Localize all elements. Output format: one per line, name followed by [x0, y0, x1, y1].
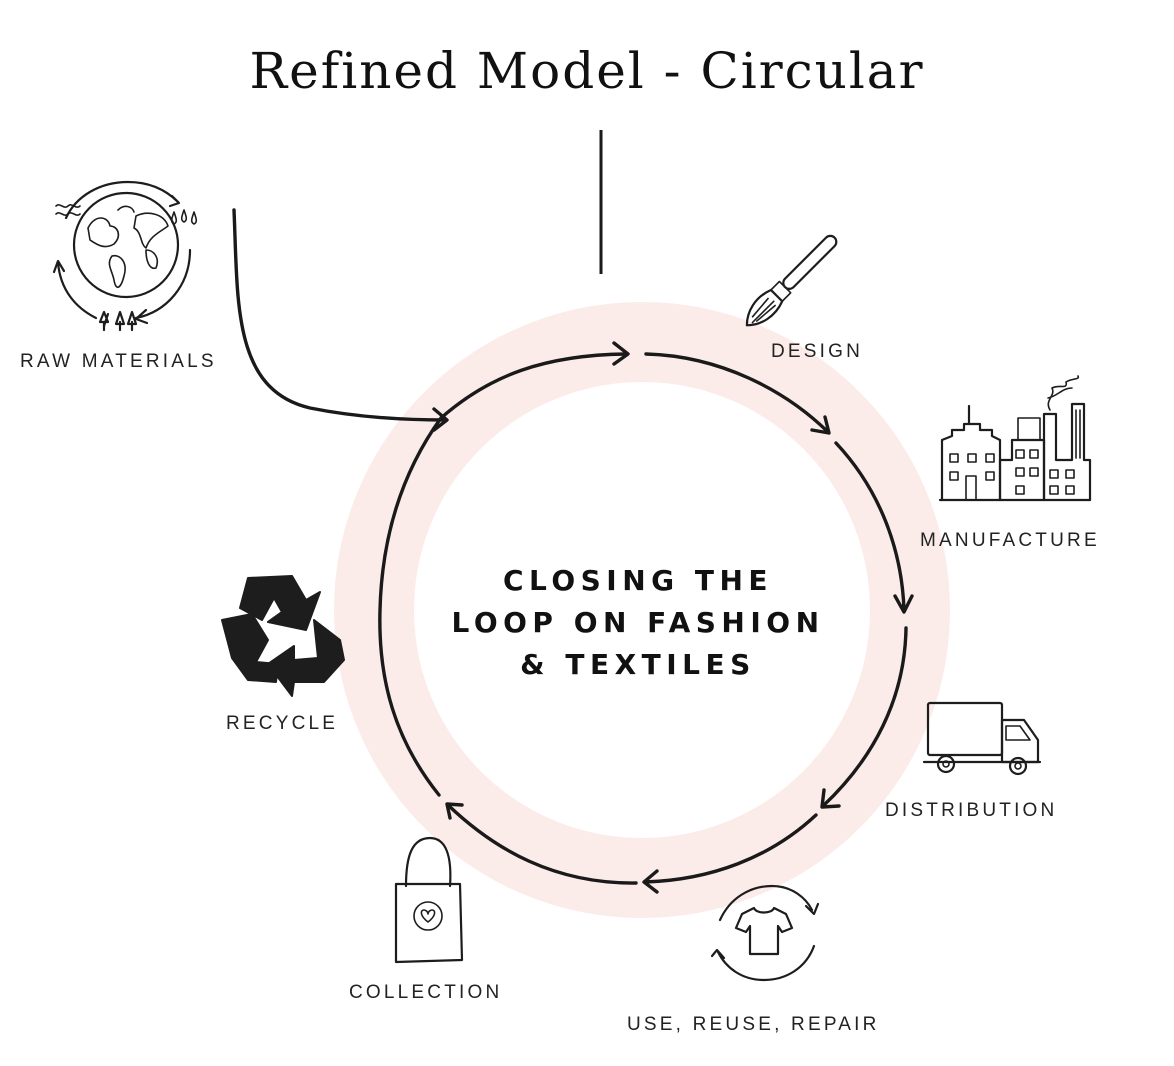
- loop-arrow-design-manufacture: [644, 352, 831, 435]
- stage-label-manufacture: MANUFACTURE: [920, 530, 1100, 551]
- tote-bag-icon: [394, 836, 464, 964]
- raw-materials-inflow-arrow: [232, 208, 449, 432]
- loop-arrow-collection-recycle: [445, 802, 638, 885]
- stage-label-raw-materials: RAW MATERIALS: [20, 351, 217, 372]
- tshirt-cycle-icon: [710, 884, 820, 982]
- center-heading-line-3: & TEXTILES: [520, 648, 756, 681]
- center-heading: CLOSING THE LOOP ON FASHION & TEXTILES: [418, 560, 858, 686]
- loop-arrow-use-collection: [642, 813, 818, 894]
- loop-arrow-recycle-top: [378, 416, 443, 797]
- stage-label-recycle: RECYCLE: [226, 713, 339, 734]
- loop-ring: [334, 302, 950, 918]
- loop-arrow-manufacture-distribution: [834, 441, 914, 614]
- page-title: Refined Model - Circular: [249, 42, 925, 100]
- recycle-icon: [221, 575, 345, 697]
- stage-label-distribution: DISTRIBUTION: [885, 800, 1058, 821]
- stage-label-collection: COLLECTION: [349, 982, 503, 1003]
- truck-icon: [922, 701, 1042, 776]
- loop-arrow-distribution-use: [820, 626, 908, 809]
- loop-arrow-top: [439, 341, 630, 420]
- center-heading-line-1: CLOSING THE: [502, 564, 774, 597]
- globe-cycle-icon: [52, 180, 198, 332]
- factory-icon: [938, 375, 1092, 502]
- center-heading-line-2: LOOP ON FASHION: [451, 606, 825, 639]
- paintbrush-icon: [745, 234, 838, 327]
- stage-label-design: DESIGN: [771, 341, 864, 362]
- stage-label-use-reuse-repair: USE, REUSE, REPAIR: [627, 1014, 880, 1035]
